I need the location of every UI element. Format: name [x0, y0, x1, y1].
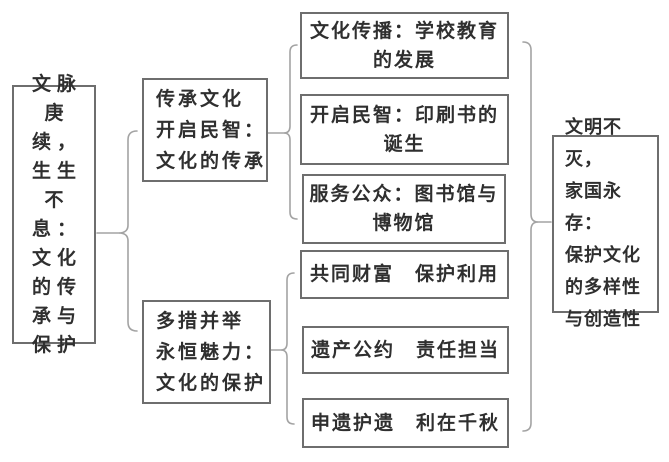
- node-leaf-heritage-application: 申遗护遗 利在千秋: [302, 398, 509, 448]
- node-leaf-school-education: 文化传播：学校教育 的发展: [300, 12, 509, 79]
- node-leaf-printing-birth: 开启民智：印刷书的 诞生: [300, 94, 509, 165]
- heritage-brace: [283, 44, 298, 220]
- node-leaf-heritage-convention: 遗产公约 责任担当: [302, 326, 509, 374]
- node-conclusion-civilization: 文明不灭， 家国永存： 保护文化 的多样性 与创造性: [552, 117, 659, 330]
- root-brace: [118, 130, 138, 332]
- protection-brace: [280, 272, 295, 425]
- node-root-cultural-heritage: 文脉 庚续， 生生 不息： 文化 的传 承与 保护: [12, 73, 96, 356]
- node-branch-heritage: 传承文化 开启民智： 文化的传承: [142, 78, 268, 182]
- node-leaf-library-museum: 服务公众：图书馆与 博物馆: [302, 174, 506, 244]
- node-branch-protection: 多措并举 永恒魅力： 文化的保护: [142, 300, 271, 404]
- conclusion-brace: [522, 41, 539, 432]
- node-leaf-common-wealth: 共同财富 保护利用: [300, 250, 509, 299]
